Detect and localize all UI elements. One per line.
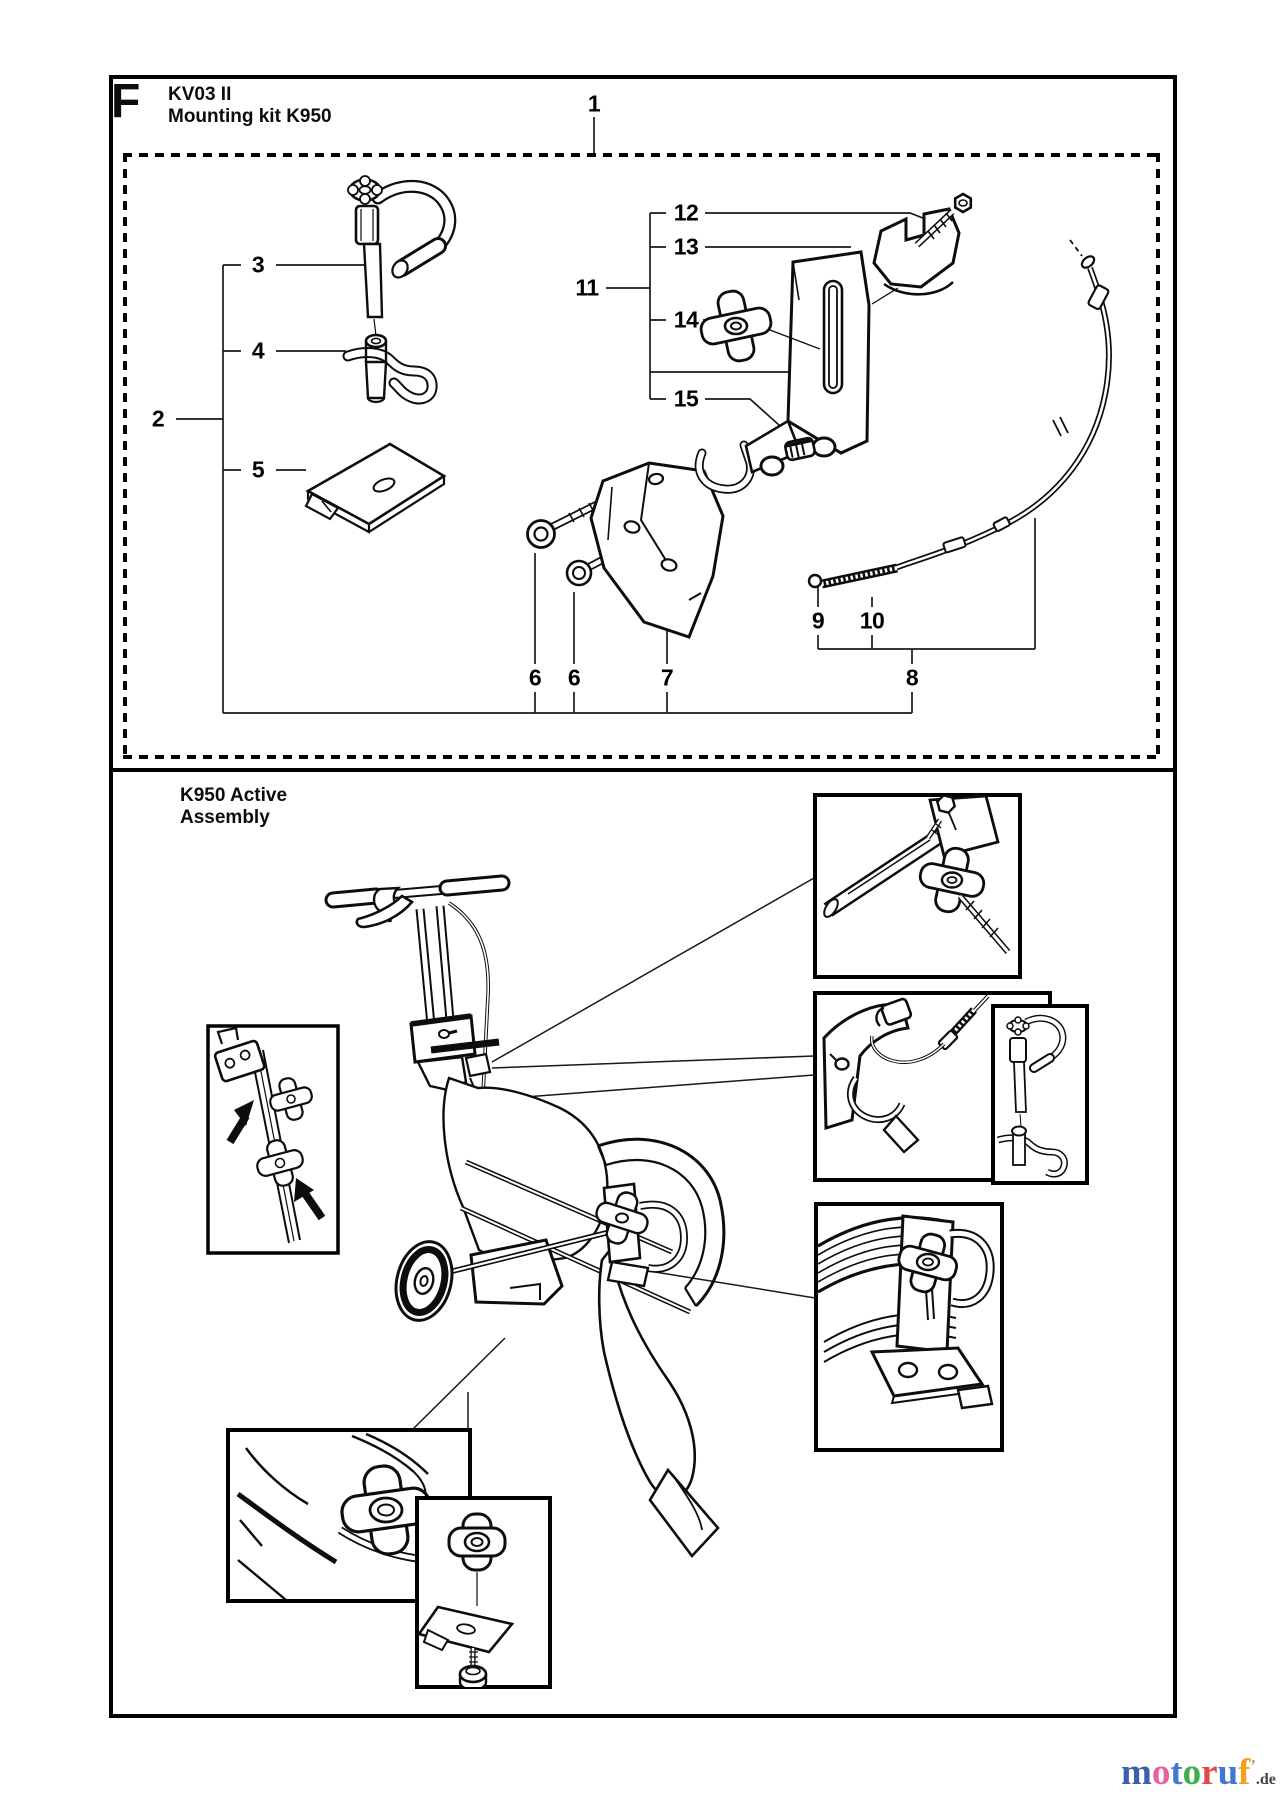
callout-number-14: 14 <box>673 306 699 333</box>
detail-wheel-knob-content <box>817 1214 995 1410</box>
watermark-letter: u <box>1217 1752 1239 1793</box>
detail-exploded-knob-content <box>417 1512 515 1687</box>
part8-throttle-cable <box>807 239 1112 589</box>
top-section-frame <box>109 75 1177 772</box>
callout-number-1: 1 <box>587 90 601 117</box>
figure-letter: F <box>111 75 141 128</box>
callout-number-6a: 6 <box>528 664 542 691</box>
dashed-border-top <box>123 153 1160 157</box>
detail-handle-clamp-content <box>823 795 1011 954</box>
part12-hex-bolt <box>914 192 973 248</box>
assembly-title-line2: Assembly <box>180 807 270 828</box>
callout-number-5: 5 <box>251 456 265 483</box>
kit-title-line1: KV03 II <box>168 84 232 105</box>
dashed-border-left <box>123 153 127 759</box>
callout-number-11: 11 <box>575 274 599 301</box>
part15-cap <box>784 436 816 462</box>
part11-throttle-bracket <box>694 229 939 494</box>
detail-cable-hook-content <box>822 994 990 1154</box>
part5-lock-plate <box>304 442 447 534</box>
kit-title-line2: Mounting kit K950 <box>168 106 332 127</box>
cart-leader-lines <box>412 877 816 1497</box>
watermark-letter: o <box>1182 1752 1202 1793</box>
part3-handle-rod <box>347 175 457 337</box>
callout-number-2: 2 <box>151 405 165 432</box>
watermark-tick: ’ <box>1250 1757 1256 1775</box>
watermark-letter: t <box>1170 1752 1183 1793</box>
callout-number-8: 8 <box>905 664 919 691</box>
callout-number-15: 15 <box>673 385 699 412</box>
dashed-border-right <box>1156 153 1160 759</box>
cart-drawing <box>324 874 726 1559</box>
assembly-title-line1: K950 Active <box>180 785 288 806</box>
callout-number-4: 4 <box>251 337 265 364</box>
callout-number-6b: 6 <box>567 664 581 691</box>
watermark-letter: m <box>1121 1752 1152 1793</box>
dashed-border-bottom <box>123 755 1160 759</box>
part7-mounting-bracket <box>589 461 725 639</box>
callout-number-9: 9 <box>811 607 825 634</box>
bottom-section-frame <box>109 768 1177 1718</box>
callout-number-7: 7 <box>660 664 674 691</box>
watermark-letter: o <box>1151 1752 1171 1793</box>
watermark-letter: r <box>1201 1752 1218 1793</box>
part4-guide-bracket <box>342 333 438 405</box>
callout-number-13: 13 <box>673 233 699 260</box>
detail-column-content <box>213 1026 326 1244</box>
callout-number-10: 10 <box>859 607 885 634</box>
watermark-letter: f <box>1238 1752 1251 1793</box>
watermark-suffix: .de <box>1255 1771 1276 1788</box>
watermark-letters: motoruf <box>1121 1752 1251 1793</box>
motoruf-watermark: motoruf’.de <box>1121 1754 1276 1791</box>
detail-rod-bracket-content <box>997 1014 1068 1178</box>
callout-number-12: 12 <box>673 199 699 226</box>
part14-star-knob <box>699 289 773 363</box>
callout-number-3: 3 <box>251 251 265 278</box>
callout-bracket-lines-top <box>176 117 1036 714</box>
